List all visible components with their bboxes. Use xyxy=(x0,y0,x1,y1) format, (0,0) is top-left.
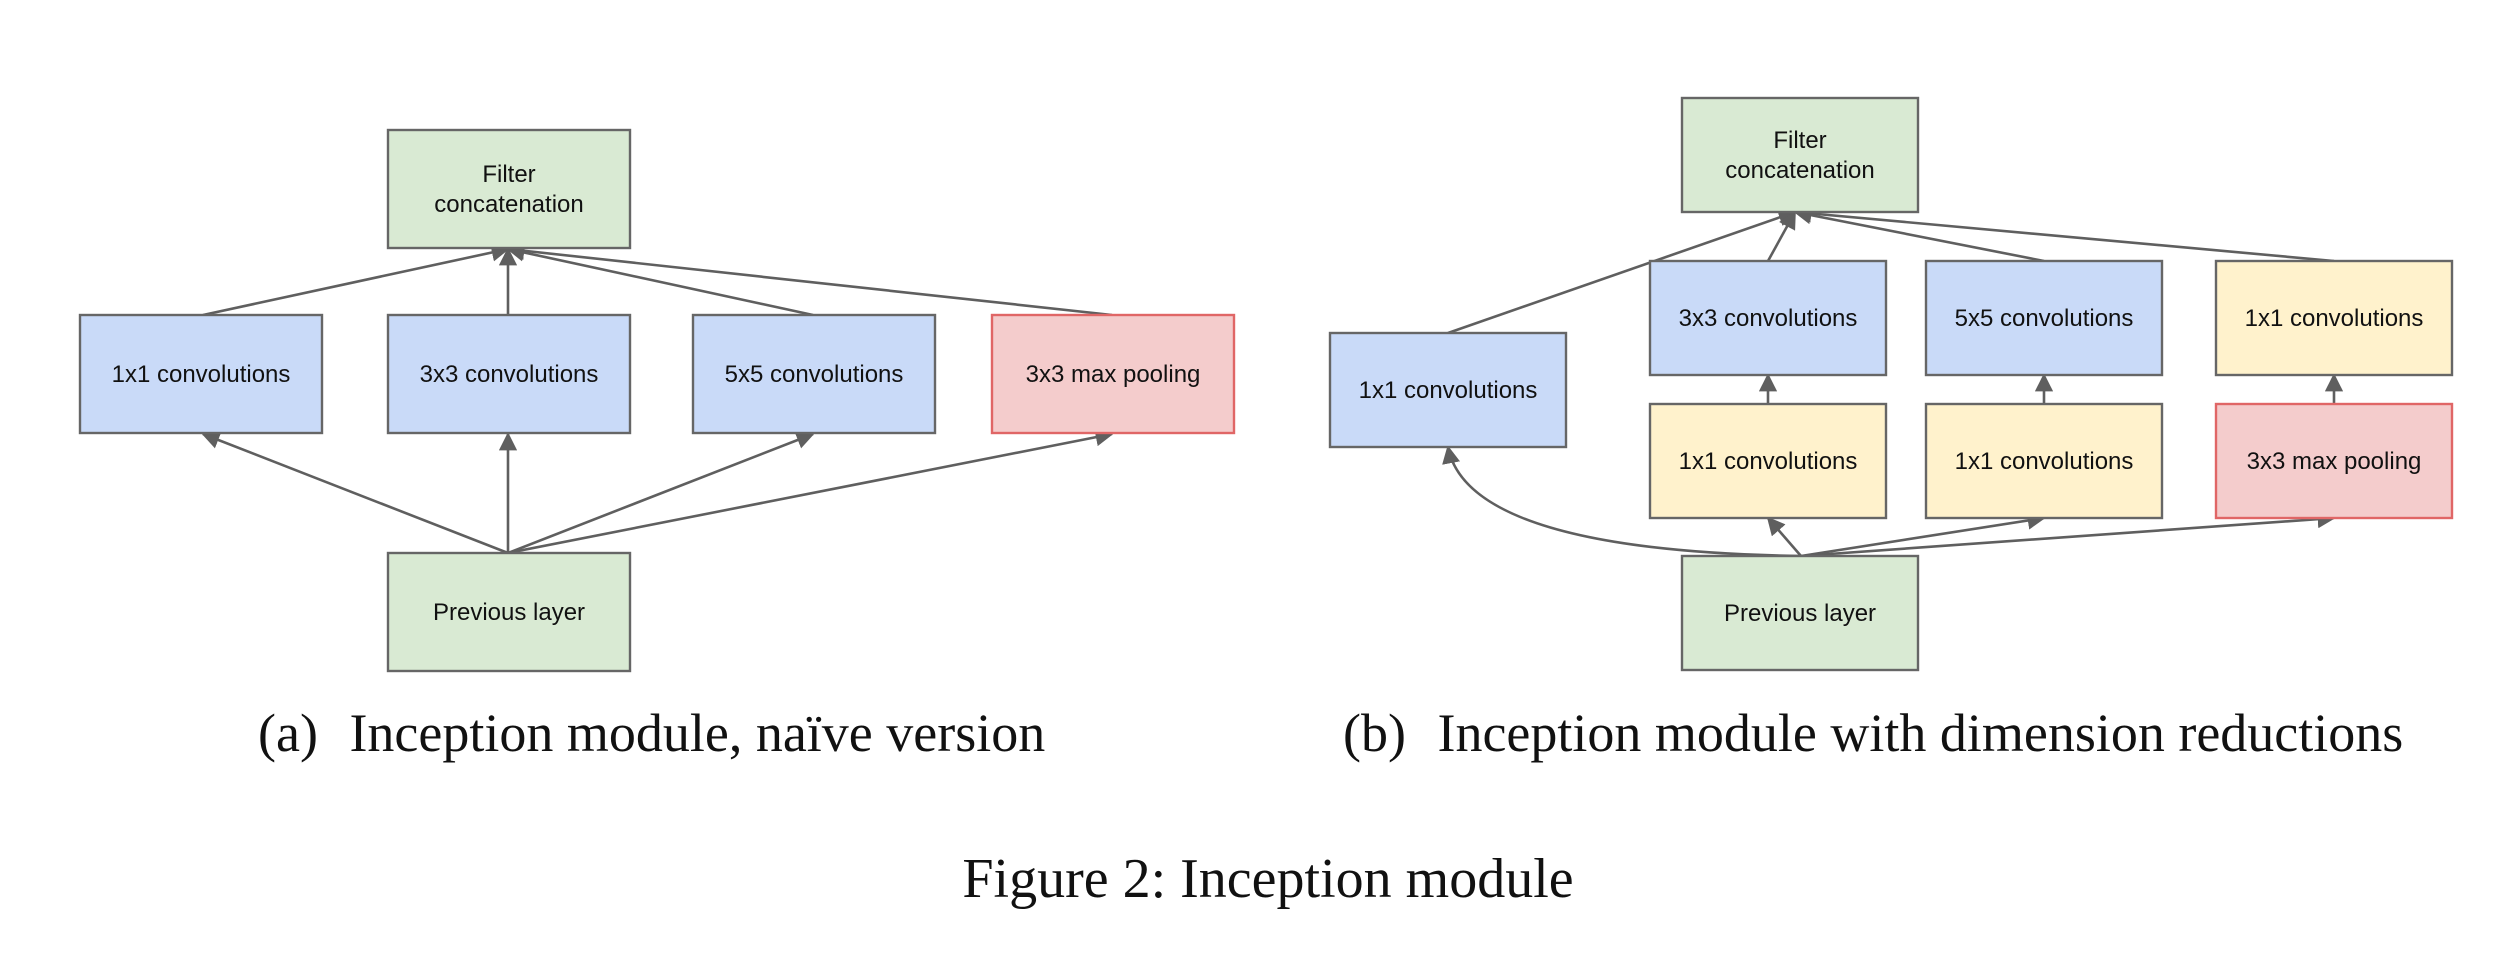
node-prev-label: Previous layer xyxy=(1724,600,1876,627)
node-red5: 1x1 convolutions xyxy=(1924,402,2164,520)
arrow-prev-to-pool xyxy=(1800,510,2336,558)
node-conv5: 5x5 convolutions xyxy=(1924,259,2164,377)
node-red3-label: 1x1 convolutions xyxy=(1679,448,1858,475)
node-red5-label: 1x1 convolutions xyxy=(1955,448,2134,475)
node-poolproj: 1x1 convolutions xyxy=(2214,259,2454,377)
node-conv1-box xyxy=(1328,331,1568,449)
node-conv3-label: 3x3 convolutions xyxy=(420,361,599,388)
arrow-prev-to-conv1 xyxy=(201,431,509,555)
node-pool-label: 3x3 max pooling xyxy=(2247,448,2422,475)
arrow-prev-to-conv5 xyxy=(507,431,815,555)
arrow-conv1-to-concat xyxy=(1447,208,1797,335)
node-prev-box xyxy=(1680,554,1920,672)
node-conv5-label: 5x5 convolutions xyxy=(725,361,904,388)
caption-a-text: Inception module, naïve version xyxy=(349,703,1045,763)
node-concat-label: concatenation xyxy=(434,191,583,218)
node-prev: Previous layer xyxy=(386,551,632,673)
node-conv3: 3x3 convolutions xyxy=(1648,259,1888,377)
node-pool-box xyxy=(2214,402,2454,520)
node-pool: 3x3 max pooling xyxy=(2214,402,2454,520)
arrow-prev-to-pool xyxy=(507,428,1114,555)
caption-a-label: (a) xyxy=(258,703,318,763)
node-concat-box xyxy=(386,128,632,250)
node-conv1-label: 1x1 convolutions xyxy=(112,361,291,388)
arrow-prev-to-red3 xyxy=(1766,516,1802,557)
node-concat-label: concatenation xyxy=(1725,157,1874,184)
caption-b: (b) Inception module with dimension redu… xyxy=(1343,703,2403,763)
node-conv1: 1x1 convolutions xyxy=(78,313,324,435)
node-conv5-label: 5x5 convolutions xyxy=(1955,305,2134,332)
arrow-pool-to-concat xyxy=(506,241,1113,317)
figure-caption: Figure 2: Inception module xyxy=(962,848,1573,910)
diagram-naive-version: Filter concatenation 1x1 convolutions 3x3 c… xyxy=(78,128,1236,673)
node-conv5-box xyxy=(691,313,937,435)
node-red3-box xyxy=(1648,402,1888,520)
node-poolproj-label: 1x1 convolutions xyxy=(2245,305,2424,332)
arrow-conv1-to-concat xyxy=(202,243,510,317)
node-poolproj-box xyxy=(2214,259,2454,377)
caption-b-text: Inception module with dimension reductio… xyxy=(1437,703,2403,763)
node-conv1-box xyxy=(78,313,324,435)
node-pool: 3x3 max pooling xyxy=(990,313,1236,435)
arrow-prev-to-red5 xyxy=(1800,511,2046,558)
arrow-poolproj-to-concat xyxy=(1793,204,2335,263)
node-concat-label: Filter xyxy=(1773,127,1826,154)
node-red5-box xyxy=(1924,402,2164,520)
node-conv1: 1x1 convolutions xyxy=(1328,331,1568,449)
caption-a: (a) Inception module, naïve version xyxy=(258,703,1045,763)
arrow-conv3-to-concat xyxy=(1766,210,1797,262)
node-pool-box xyxy=(990,313,1236,435)
node-conv5-box xyxy=(1924,259,2164,377)
node-conv5: 5x5 convolutions xyxy=(691,313,937,435)
node-conv3: 3x3 convolutions xyxy=(386,313,632,435)
node-conv1-label: 1x1 convolutions xyxy=(1359,377,1538,404)
node-concat: Filter concatenation xyxy=(386,128,632,250)
node-prev-label: Previous layer xyxy=(433,599,585,626)
diagram-dimension-reductions: Filter concatenation 1x1 convolutions 3x3 c… xyxy=(1328,96,2454,672)
node-conv3-box xyxy=(1648,259,1888,377)
node-prev-box xyxy=(386,551,632,673)
node-pool-label: 3x3 max pooling xyxy=(1026,361,1201,388)
arrow-conv5-to-concat xyxy=(1793,206,2045,263)
node-prev: Previous layer xyxy=(1680,554,1920,672)
arrow-conv5-to-concat xyxy=(506,243,814,317)
node-concat-label: Filter xyxy=(482,161,535,188)
node-conv3-label: 3x3 convolutions xyxy=(1679,305,1858,332)
node-conv3-box xyxy=(386,313,632,435)
arrow-prev-to-conv1 xyxy=(1442,445,1802,558)
node-concat-box xyxy=(1680,96,1920,214)
caption-b-label: (b) xyxy=(1343,703,1406,763)
node-concat: Filter concatenation xyxy=(1680,96,1920,214)
node-red3: 1x1 convolutions xyxy=(1648,402,1888,520)
